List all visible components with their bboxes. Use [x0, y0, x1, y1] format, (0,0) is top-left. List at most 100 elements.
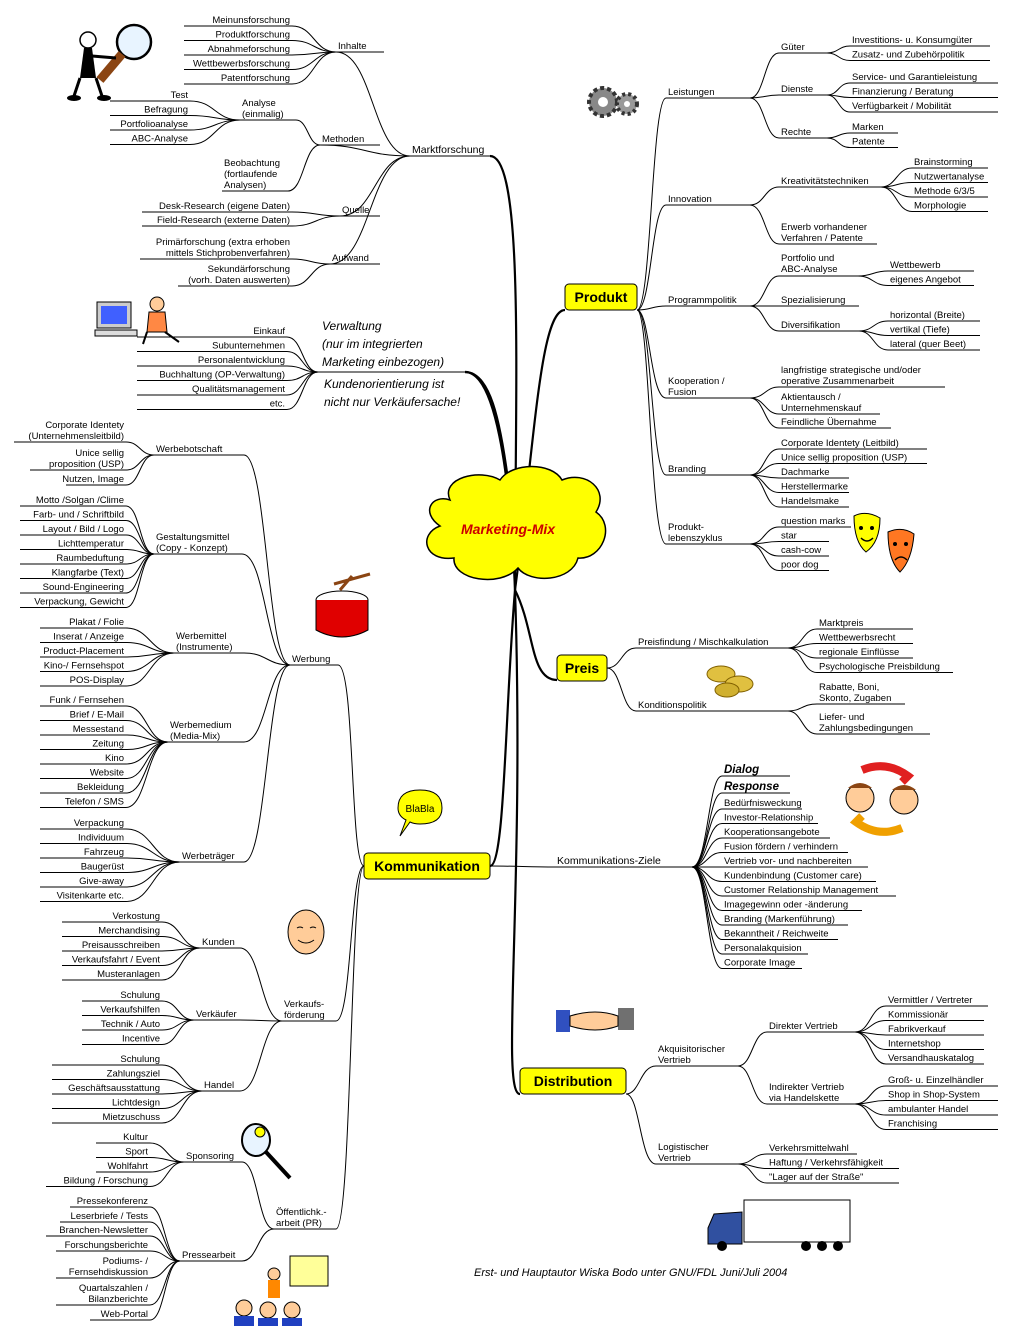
connector-line: [329, 155, 411, 265]
connector-line: [826, 132, 851, 139]
connector-line: [636, 305, 667, 311]
connector-line: [737, 1031, 768, 1067]
node-label: Verkaufs-förderung: [284, 999, 325, 1021]
node-label: Zusatz- und Zubehörpolitik: [852, 50, 965, 61]
connector-line: [337, 664, 365, 867]
connector-line: [125, 520, 155, 555]
connector-line: [880, 186, 913, 198]
connector-line: [125, 857, 181, 863]
node-label: Kultur: [123, 1132, 148, 1143]
node-label: Morphologie: [914, 201, 966, 212]
connector-line: [335, 51, 411, 157]
connector-line: [291, 263, 331, 287]
connector-line: [749, 94, 780, 99]
node-label: Haftung / Verkehrsfähigkeit: [769, 1158, 883, 1169]
node-label: eigenes Angebot: [890, 275, 961, 286]
node-labels: MarktforschungInhalteMeinunsforschungPro…: [28, 15, 984, 1320]
main-branch-label: Produkt: [575, 289, 628, 305]
connector-line: [241, 1228, 275, 1262]
connector-line: [749, 448, 780, 476]
node-label: Qualitätsmanagement: [192, 384, 285, 395]
connector-line: [749, 97, 780, 139]
node-label: Podiums- /Fernsehdiskussion: [69, 1256, 149, 1278]
connector-line: [125, 553, 155, 608]
connector-line: [125, 454, 155, 486]
node-label: Website: [90, 768, 124, 779]
node-label: Subunternehmen: [212, 341, 285, 352]
connector-line: [286, 371, 319, 410]
connector-line: [749, 386, 780, 399]
connector-line: [291, 51, 337, 85]
connector-line: [489, 865, 556, 868]
node-label: Spezialisierung: [781, 295, 845, 306]
connector-line: [243, 664, 291, 863]
connector-line: [125, 642, 175, 654]
connector-line: [826, 45, 851, 54]
node-label: star: [781, 531, 797, 542]
connector-line: [291, 211, 341, 217]
node-label: Desk-Research (eigene Daten): [159, 201, 290, 212]
node-label: Dachmarke: [781, 467, 830, 478]
connector-line: [826, 82, 851, 96]
node-label: etc.: [270, 399, 285, 410]
connector-line: [125, 505, 155, 555]
connector-line: [858, 320, 889, 332]
node-label: Handel: [204, 1080, 234, 1091]
connector-line: [287, 144, 321, 192]
connector-line: [125, 627, 175, 654]
node-label: regionale Einflüsse: [819, 647, 899, 658]
connector-line: [125, 553, 155, 594]
connector-line: [161, 1090, 203, 1124]
connector-line: [691, 866, 723, 955]
connector-line: [161, 936, 201, 949]
node-label: Branchen-Newsletter: [59, 1225, 148, 1236]
connector-line: [854, 1085, 887, 1105]
connector-line: [606, 647, 637, 669]
connector-line: [189, 119, 241, 145]
node-label: Zahlungsziel: [107, 1069, 160, 1080]
node-label: Marktforschung: [412, 144, 485, 156]
connector-line: [737, 1153, 768, 1165]
node-label: Lichtdesign: [112, 1098, 160, 1109]
node-label: Finanzierung / Beratung: [852, 87, 953, 98]
node-label: Bekleidung: [77, 782, 124, 793]
connector-line: [291, 25, 337, 53]
node-label: Technik / Auto: [101, 1019, 160, 1030]
node-label: Bedürfnisweckung: [724, 798, 802, 809]
connector-line: [749, 52, 780, 99]
node-label: Produkt-lebenszyklus: [668, 522, 723, 544]
connector-line: [243, 652, 291, 666]
connector-line: [319, 144, 411, 157]
node-label: Patente: [852, 137, 885, 148]
node-label: Klangfarbe (Text): [52, 568, 124, 579]
connector-line: [149, 1260, 181, 1321]
node-label: vertikal (Tiefe): [890, 325, 950, 336]
node-label: Verpackung: [74, 818, 124, 829]
connector-line: [149, 1142, 185, 1163]
connector-line: [161, 1019, 195, 1031]
connector-line: [606, 667, 637, 712]
node-label: Branding (Markenführung): [724, 914, 835, 925]
node-label: Aufwand: [332, 253, 369, 264]
connector-line: [125, 861, 181, 902]
node-label: Give-away: [79, 876, 124, 887]
connector-line: [636, 204, 667, 311]
node-label: Telefon / SMS: [65, 797, 124, 808]
node-label: Wettbewerbsrecht: [819, 633, 896, 644]
node-label: Groß- u. Einzelhändler: [888, 1075, 984, 1086]
connector-line: [636, 309, 667, 476]
connector-line: [125, 441, 155, 456]
node-label: Franchising: [888, 1119, 937, 1130]
presentation-icon: [234, 1255, 329, 1326]
connector-line: [787, 647, 818, 673]
node-label: Schulung: [120, 1054, 160, 1065]
node-label: Werbemedium(Media-Mix): [170, 720, 232, 742]
node-label: Methode 6/3/5: [914, 186, 975, 197]
node-label: Kooperationsangebote: [724, 827, 820, 838]
drum-icon: [315, 572, 371, 638]
node-label: Forschungsberichte: [65, 1240, 148, 1251]
node-label: Wettbewerb: [890, 260, 941, 271]
